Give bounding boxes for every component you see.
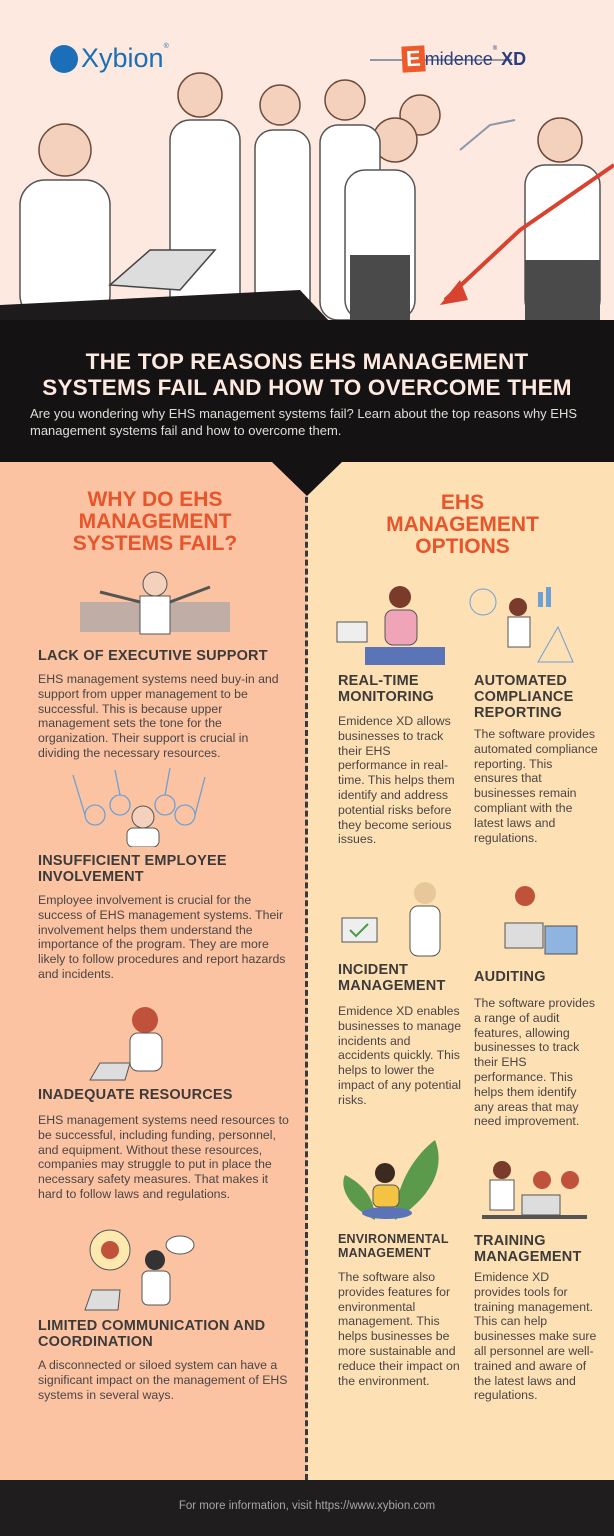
option-text: The software provides a range of audit f… [474, 996, 595, 1129]
item-text: EHS management systems need buy-in and s… [38, 672, 279, 760]
option-title: ENVIRONMENTAL MANAGEMENT [338, 1232, 449, 1260]
left-heading: WHY DO EHS MANAGEMENT SYSTEMS FAIL? [20, 489, 290, 555]
title-band [0, 320, 614, 463]
option-title: AUDITING [474, 969, 546, 985]
training-illustration [482, 1161, 587, 1219]
title-line-1: THE TOP REASONS EHS MANAGEMENT [85, 349, 529, 374]
option-title: REAL-TIME MONITORING [338, 673, 434, 705]
xybion-globe-icon [50, 44, 78, 73]
item-title: LACK OF EXECUTIVE SUPPORT [38, 648, 268, 664]
item-title: LIMITED COMMUNICATION AND COORDINATION [38, 1318, 266, 1350]
dashed-divider [305, 470, 308, 1480]
item-text: A disconnected or siloed system can have… [38, 1358, 288, 1402]
emidence-xd: XD [501, 48, 527, 69]
environmental-illustration [343, 1140, 439, 1220]
reg-mark: ® [492, 46, 498, 52]
heading-line: WHY DO EHS [87, 488, 223, 511]
item-text: Employee involvement is crucial for the … [38, 893, 286, 981]
cheering-employees-illustration [72, 767, 206, 847]
option-text: The software provides automated complian… [474, 727, 598, 845]
stressed-executive-illustration [80, 571, 230, 635]
heading-line: SYSTEMS FAIL? [72, 532, 238, 555]
compliance-reporting-illustration [469, 587, 574, 663]
heading-line: MANAGEMENT [78, 510, 232, 533]
item-text: EHS management systems need resources to… [38, 1113, 289, 1201]
overwhelmed-worker-illustration [89, 1007, 163, 1081]
option-title: INCIDENT MANAGEMENT [338, 962, 446, 994]
page-title: THE TOP REASONS EHS MANAGEMENT SYSTEMS F… [0, 349, 614, 401]
auditing-illustration [504, 886, 578, 955]
xybion-logo: Xybion ® [50, 43, 169, 74]
incident-management-illustration [341, 882, 441, 957]
hero-illustration: Xybion ® E midence ® XD [0, 0, 614, 322]
xybion-wordmark: Xybion [81, 43, 164, 73]
monitoring-illustration [336, 586, 445, 665]
option-title: AUTOMATED COMPLIANCE REPORTING [474, 673, 574, 721]
footer [0, 1480, 614, 1536]
reg-mark: ® [163, 43, 169, 50]
heading-line: OPTIONS [415, 535, 510, 558]
title-line-2: SYSTEMS FAIL AND HOW TO OVERCOME THEM [42, 375, 572, 400]
heading-line: MANAGEMENT [386, 513, 539, 536]
emidence-wordmark: midence [424, 48, 493, 69]
heading-line: EHS [440, 491, 485, 514]
communication-illustration [84, 1229, 195, 1311]
footer-text: For more information, visit https://www.… [178, 1500, 436, 1512]
team-illustration [0, 59, 614, 322]
notch-decoration [272, 462, 342, 496]
option-text: The software also provides features for … [338, 1270, 460, 1388]
emidence-e-mark: E [401, 45, 426, 73]
option-text: Emidence XD enables businesses to manage… [338, 1004, 462, 1107]
intro-text: Are you wondering why EHS management sys… [30, 406, 578, 438]
item-title: INADEQUATE RESOURCES [38, 1087, 233, 1103]
right-heading: EHS MANAGEMENT OPTIONS [330, 492, 595, 558]
option-text: Emidence XD provides tools for training … [474, 1270, 597, 1403]
item-title: INSUFFICIENT EMPLOYEE INVOLVEMENT [38, 853, 227, 885]
option-text: Emidence XD allows businesses to track t… [338, 714, 455, 847]
option-title: TRAINING MANAGEMENT [474, 1233, 582, 1265]
emidence-logo: E midence ® XD [401, 45, 527, 73]
